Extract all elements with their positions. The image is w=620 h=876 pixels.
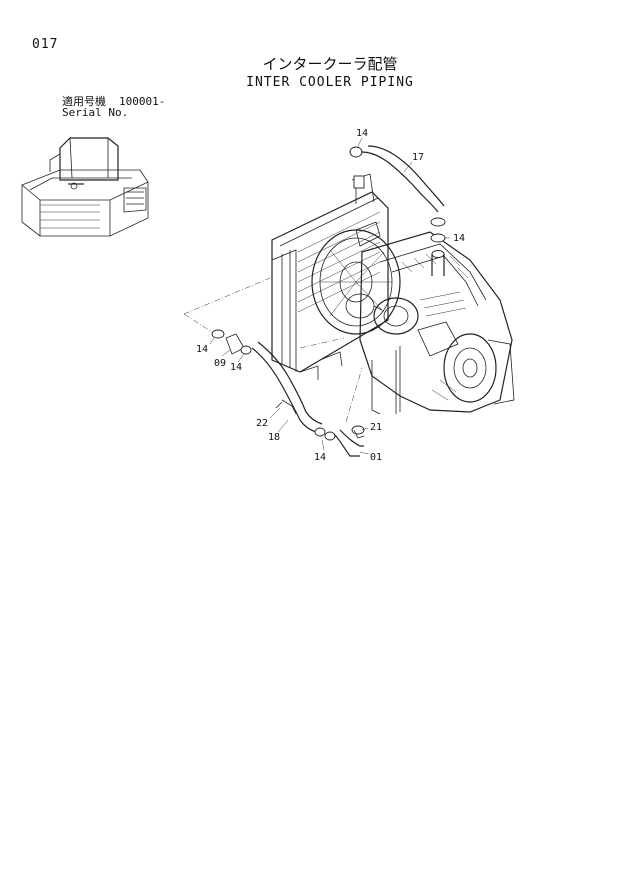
callout-14-left: 14 [196, 344, 208, 355]
callout-14-right: 14 [453, 233, 465, 244]
callout-18: 18 [268, 432, 280, 443]
reference-lines [183, 277, 363, 423]
engine [345, 231, 515, 415]
callout-09: 09 [214, 358, 226, 369]
page-number: 017 [32, 37, 59, 52]
callout-14-mid: 14 [230, 362, 242, 373]
callout-14-bottom: 14 [314, 452, 326, 463]
serial-label-japanese: 適用号機 [62, 95, 106, 108]
callout-14-top: 14 [356, 128, 368, 139]
fan-shroud [311, 229, 401, 335]
callout-17: 17 [412, 152, 424, 163]
lower-hose [211, 329, 365, 457]
machine-thumbnail [21, 137, 149, 237]
serial-range: 100001- [119, 95, 166, 108]
page-title-english: INTER COOLER PIPING [246, 75, 414, 90]
serial-label-english: Serial No. [62, 106, 129, 119]
radiator-assembly [271, 173, 389, 380]
callout-22: 22 [256, 418, 268, 429]
page-title-japanese: インタークーラ配管 [262, 55, 398, 73]
callout-21: 21 [370, 422, 382, 433]
callout-01: 01 [370, 452, 382, 463]
upper-hose [349, 145, 446, 276]
callouts: 14 17 14 14 09 14 22 18 21 14 01 [196, 128, 465, 463]
leader-lines [209, 137, 450, 455]
